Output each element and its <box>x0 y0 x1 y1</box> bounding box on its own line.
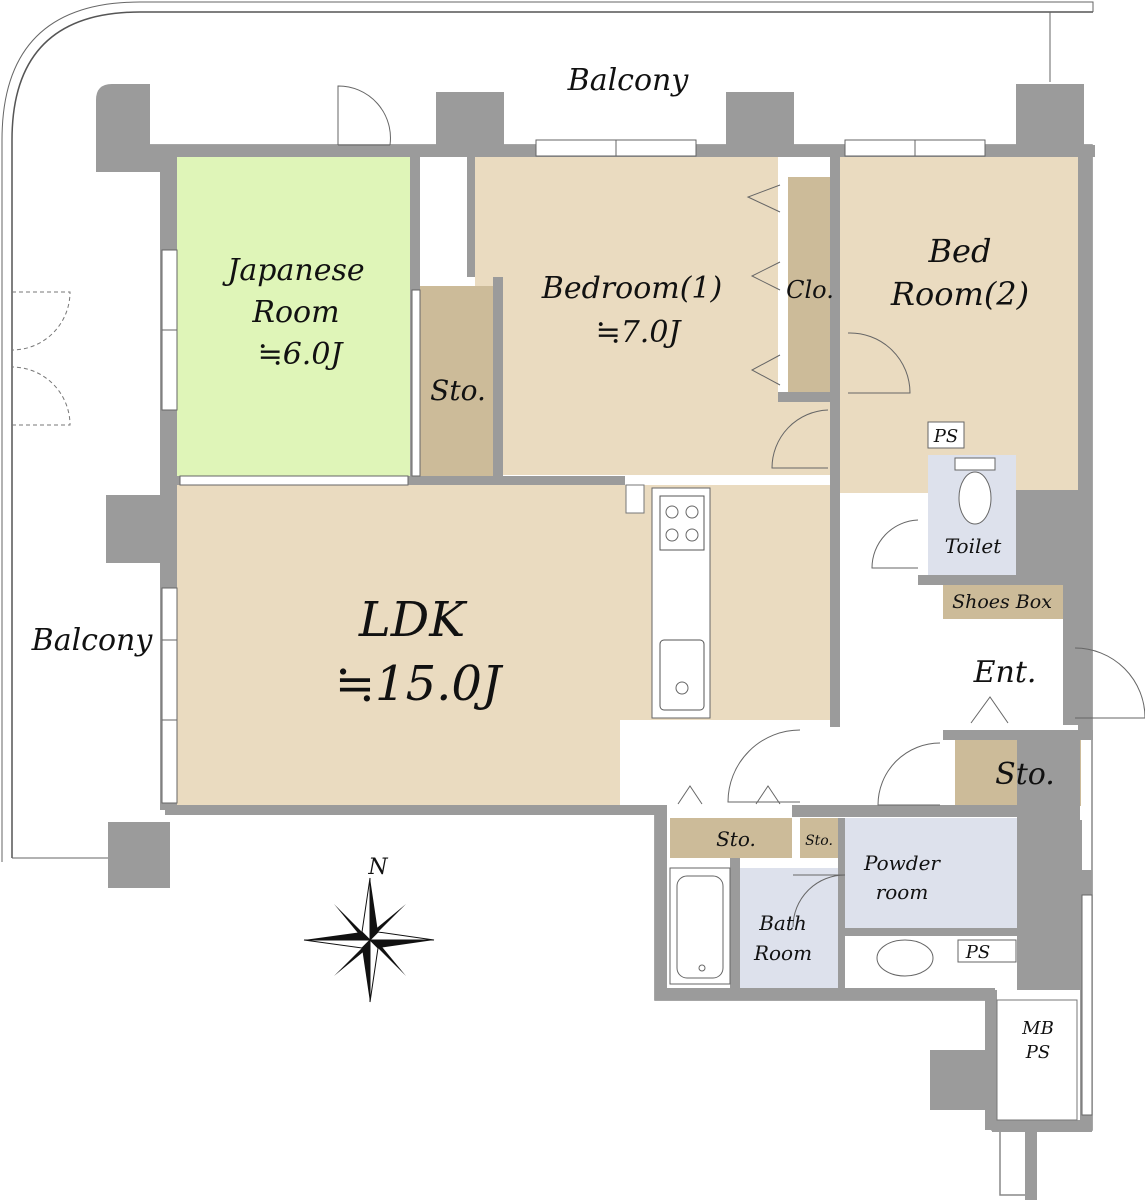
balcony-door-left <box>11 291 71 426</box>
japanese-room-label: Japanese <box>221 253 364 288</box>
shoes-box <box>943 585 1063 619</box>
mbps-label: MB <box>1021 1018 1054 1039</box>
bedroom-2-label: Room(2) <box>890 275 1029 313</box>
bath-room-label: Room <box>753 941 812 965</box>
compass-north-label: N <box>367 855 388 880</box>
bedroom-1-area: ≒7.0J <box>596 315 683 350</box>
storage-small <box>800 818 838 858</box>
ldk-label: LDK <box>358 592 468 648</box>
toilet-label: Toilet <box>945 534 1002 558</box>
storage-japanese-label: Sto. <box>430 374 486 407</box>
ldk-area: ≒15.0J <box>335 656 504 712</box>
closet <box>788 177 830 392</box>
shoes-box-label: Shoes Box <box>952 591 1052 613</box>
bedroom-2-label: Bed <box>928 232 992 270</box>
compass-icon <box>303 877 435 1003</box>
powder-room <box>845 818 1017 930</box>
bedroom-1-lower <box>502 400 832 475</box>
storage-japanese <box>420 286 493 476</box>
japanese-room-area: ≒6.0J <box>258 337 345 372</box>
windows <box>161 139 1093 1116</box>
powder-room-label: room <box>876 880 929 904</box>
storage-entrance-label: Sto. <box>995 757 1055 792</box>
balcony-left-label: Balcony <box>31 623 154 658</box>
storage-kitchen-label: Sto. <box>716 827 756 851</box>
bath-room <box>740 868 840 988</box>
mbps-label: PS <box>1025 1042 1050 1063</box>
balcony-top-label: Balcony <box>567 63 690 98</box>
ps-top-label: PS <box>933 426 958 447</box>
doors <box>337 85 1145 928</box>
japanese-room-label: Room <box>251 295 339 330</box>
mbps-box <box>996 999 1078 1121</box>
kitchen-counter <box>625 484 711 719</box>
ldk <box>177 485 620 805</box>
powder-room-label: Powder <box>863 851 941 875</box>
toilet-fixture <box>927 421 996 525</box>
wash-basin <box>876 939 1017 977</box>
ps-bottom-label: PS <box>965 942 990 963</box>
closet-label: Clo. <box>786 276 834 304</box>
bathtub <box>669 867 731 985</box>
bath-room-label: Bath <box>758 911 807 935</box>
japanese-room <box>177 157 410 477</box>
storage-kitchen <box>670 818 792 858</box>
bedroom-1-label: Bedroom(1) <box>541 271 722 306</box>
entrance-label: Ent. <box>973 655 1037 690</box>
balcony-outline <box>1 1 1094 862</box>
closet-doors <box>677 184 1009 805</box>
storage-small-label: Sto. <box>805 833 833 849</box>
structural-columns <box>96 84 1084 1110</box>
